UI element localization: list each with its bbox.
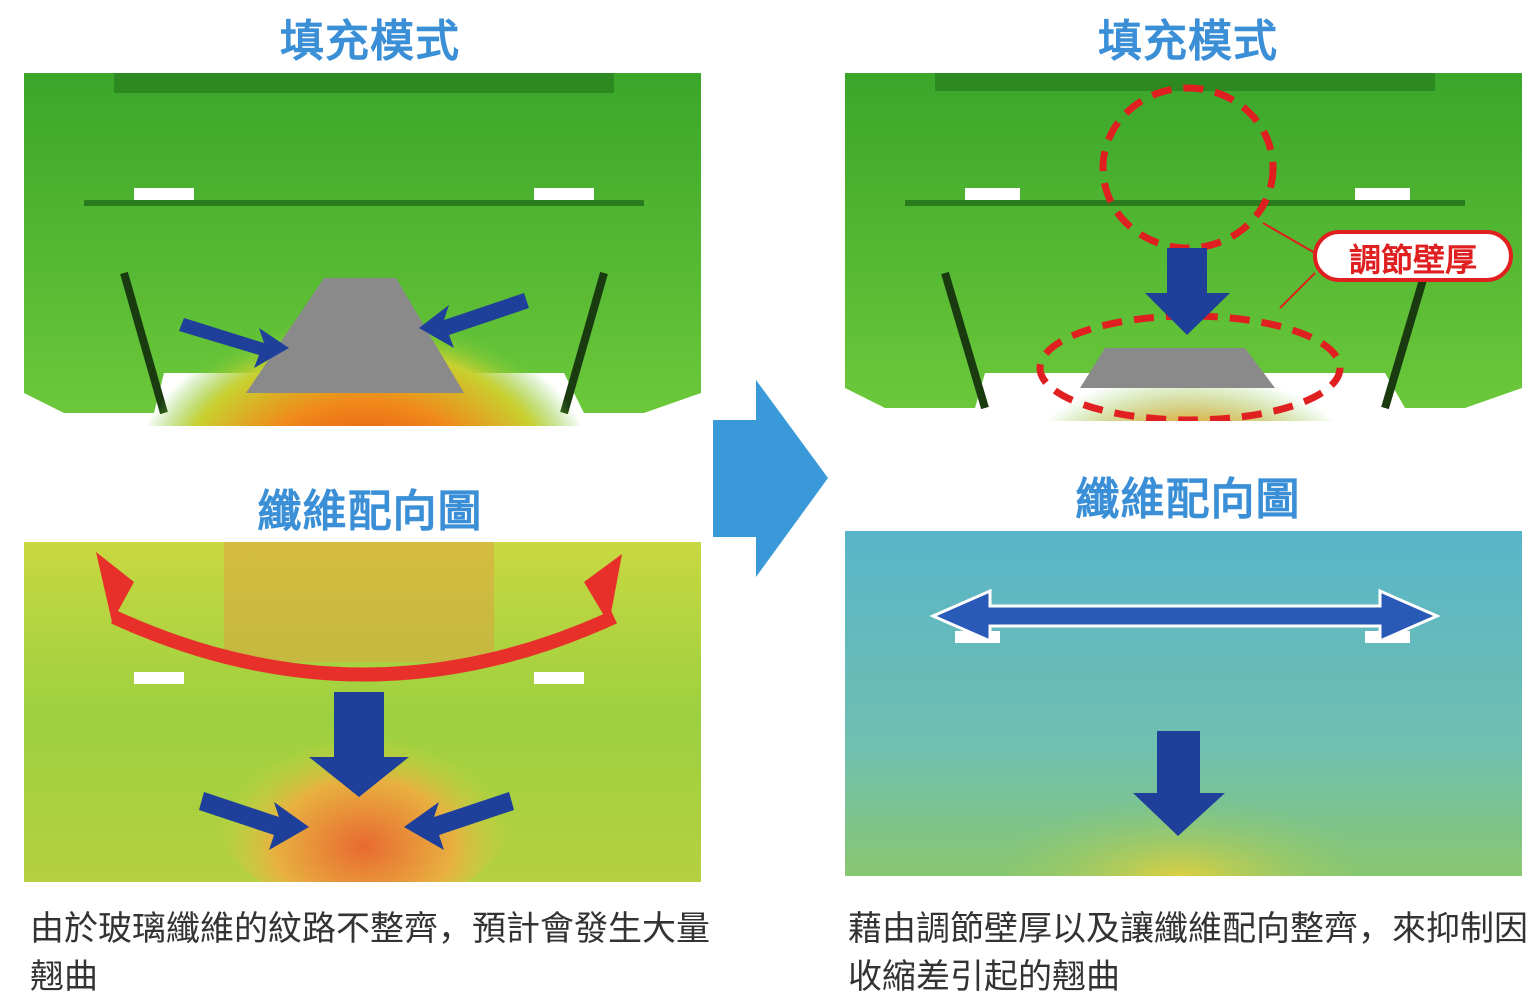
horizontal-double-arrow: [929, 588, 1441, 644]
inward-arrow-right: [419, 293, 529, 348]
right-caption: 藉由調節壁厚以及讓纖維配向整齊，來抑制因收縮差引起的翹曲: [848, 909, 1528, 997]
inward-arrow-right: [404, 792, 514, 850]
adjust-wall-thickness-callout: 調節壁厚: [1313, 230, 1513, 282]
left-fill-pattern-title: 填充模式: [280, 16, 460, 67]
transition-arrow-icon: [713, 380, 828, 577]
right-fill-pattern-title: 填充模式: [1098, 16, 1278, 67]
left-fiber-orientation-image: [24, 542, 701, 895]
left-fiber-orientation-title: 纖維配向圖: [257, 486, 483, 537]
down-arrow: [1133, 731, 1225, 836]
left-fill-pattern-image: [24, 73, 701, 426]
inward-arrow-left: [179, 318, 289, 368]
right-fiber-orientation-title: 纖維配向圖: [1075, 474, 1301, 525]
down-arrow: [309, 692, 409, 797]
right-fiber-orientation-image: [845, 531, 1522, 893]
inward-arrow-left: [199, 792, 309, 850]
curved-double-arrow: [96, 552, 622, 682]
left-caption: 由於玻璃纖維的紋路不整齊，預計會發生大量翹曲: [30, 909, 710, 997]
down-arrow: [1145, 248, 1230, 335]
